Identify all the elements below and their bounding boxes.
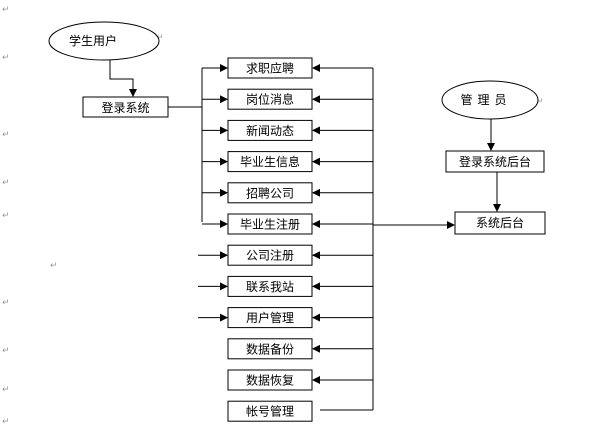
- module-node: 毕业生信息: [202, 151, 373, 173]
- module-node: 招聘公司: [202, 182, 373, 204]
- paragraph-marks: ↵ ↵ ↵ ↵ ↵ ↵ ↵ ↵ ↵ ↵ ↵ ↵: [2, 5, 544, 427]
- module-list: 求职应聘岗位消息新闻动态毕业生信息招聘公司毕业生注册公司注册联系我站用户管理数据…: [198, 57, 373, 422]
- paragraph-mark: ↵: [2, 385, 10, 395]
- paragraph-mark: ↵: [50, 261, 58, 271]
- admin-label: 管理员: [460, 92, 511, 107]
- login-system-node: 登录系统: [82, 96, 169, 118]
- module-label: 用户管理: [246, 310, 294, 325]
- paragraph-mark: ↵: [2, 53, 10, 63]
- student-to-login-connector: [109, 60, 137, 97]
- paragraph-mark: ↵: [2, 5, 10, 15]
- paragraph-mark: ↵: [156, 33, 164, 43]
- module-label: 招聘公司: [246, 186, 294, 200]
- module-label: 联系我站: [246, 280, 294, 294]
- module-node: 联系我站: [198, 275, 373, 297]
- backend-trunk: [320, 68, 455, 411]
- module-node: 毕业生注册: [202, 213, 373, 235]
- admin-node: 管理员: [441, 80, 539, 120]
- module-label: 岗位消息: [246, 92, 294, 107]
- paragraph-mark: ↵: [2, 346, 10, 356]
- admin-login-label: 登录系统后台: [459, 154, 531, 169]
- module-node: 数据恢复: [227, 369, 373, 391]
- module-node: 用户管理: [198, 307, 373, 329]
- module-node: 岗位消息: [202, 88, 373, 110]
- paragraph-mark: ↵: [2, 178, 10, 188]
- module-label: 帐号管理: [246, 404, 294, 419]
- module-node: 帐号管理: [227, 400, 313, 422]
- paragraph-mark: ↵: [536, 97, 544, 107]
- module-node: 公司注册: [198, 244, 373, 266]
- module-box: [227, 400, 313, 422]
- paragraph-mark: ↵: [2, 211, 10, 221]
- module-label: 公司注册: [246, 248, 294, 263]
- student-user-label: 学生用户: [69, 33, 117, 48]
- system-backend-label: 系统后台: [476, 215, 524, 230]
- paragraph-mark: ↵: [2, 417, 10, 427]
- module-label: 求职应聘: [246, 61, 294, 76]
- login-system-label: 登录系统: [101, 100, 149, 115]
- paragraph-mark: ↵: [2, 130, 10, 140]
- module-node: 新闻动态: [202, 119, 373, 141]
- module-label: 新闻动态: [246, 123, 294, 138]
- module-node: 数据备份: [227, 338, 373, 360]
- student-user-node: 学生用户: [48, 21, 160, 61]
- paragraph-mark: ↵: [2, 298, 10, 308]
- module-label: 毕业生信息: [240, 154, 300, 169]
- login-to-modules-bracket: [168, 68, 203, 222]
- system-backend-node: 系统后台: [454, 211, 546, 235]
- module-label: 数据备份: [246, 341, 294, 356]
- admin-login-node: 登录系统后台: [445, 150, 545, 173]
- module-label: 数据恢复: [246, 373, 294, 388]
- module-node: 求职应聘: [202, 57, 373, 79]
- module-label: 毕业生注册: [240, 217, 300, 232]
